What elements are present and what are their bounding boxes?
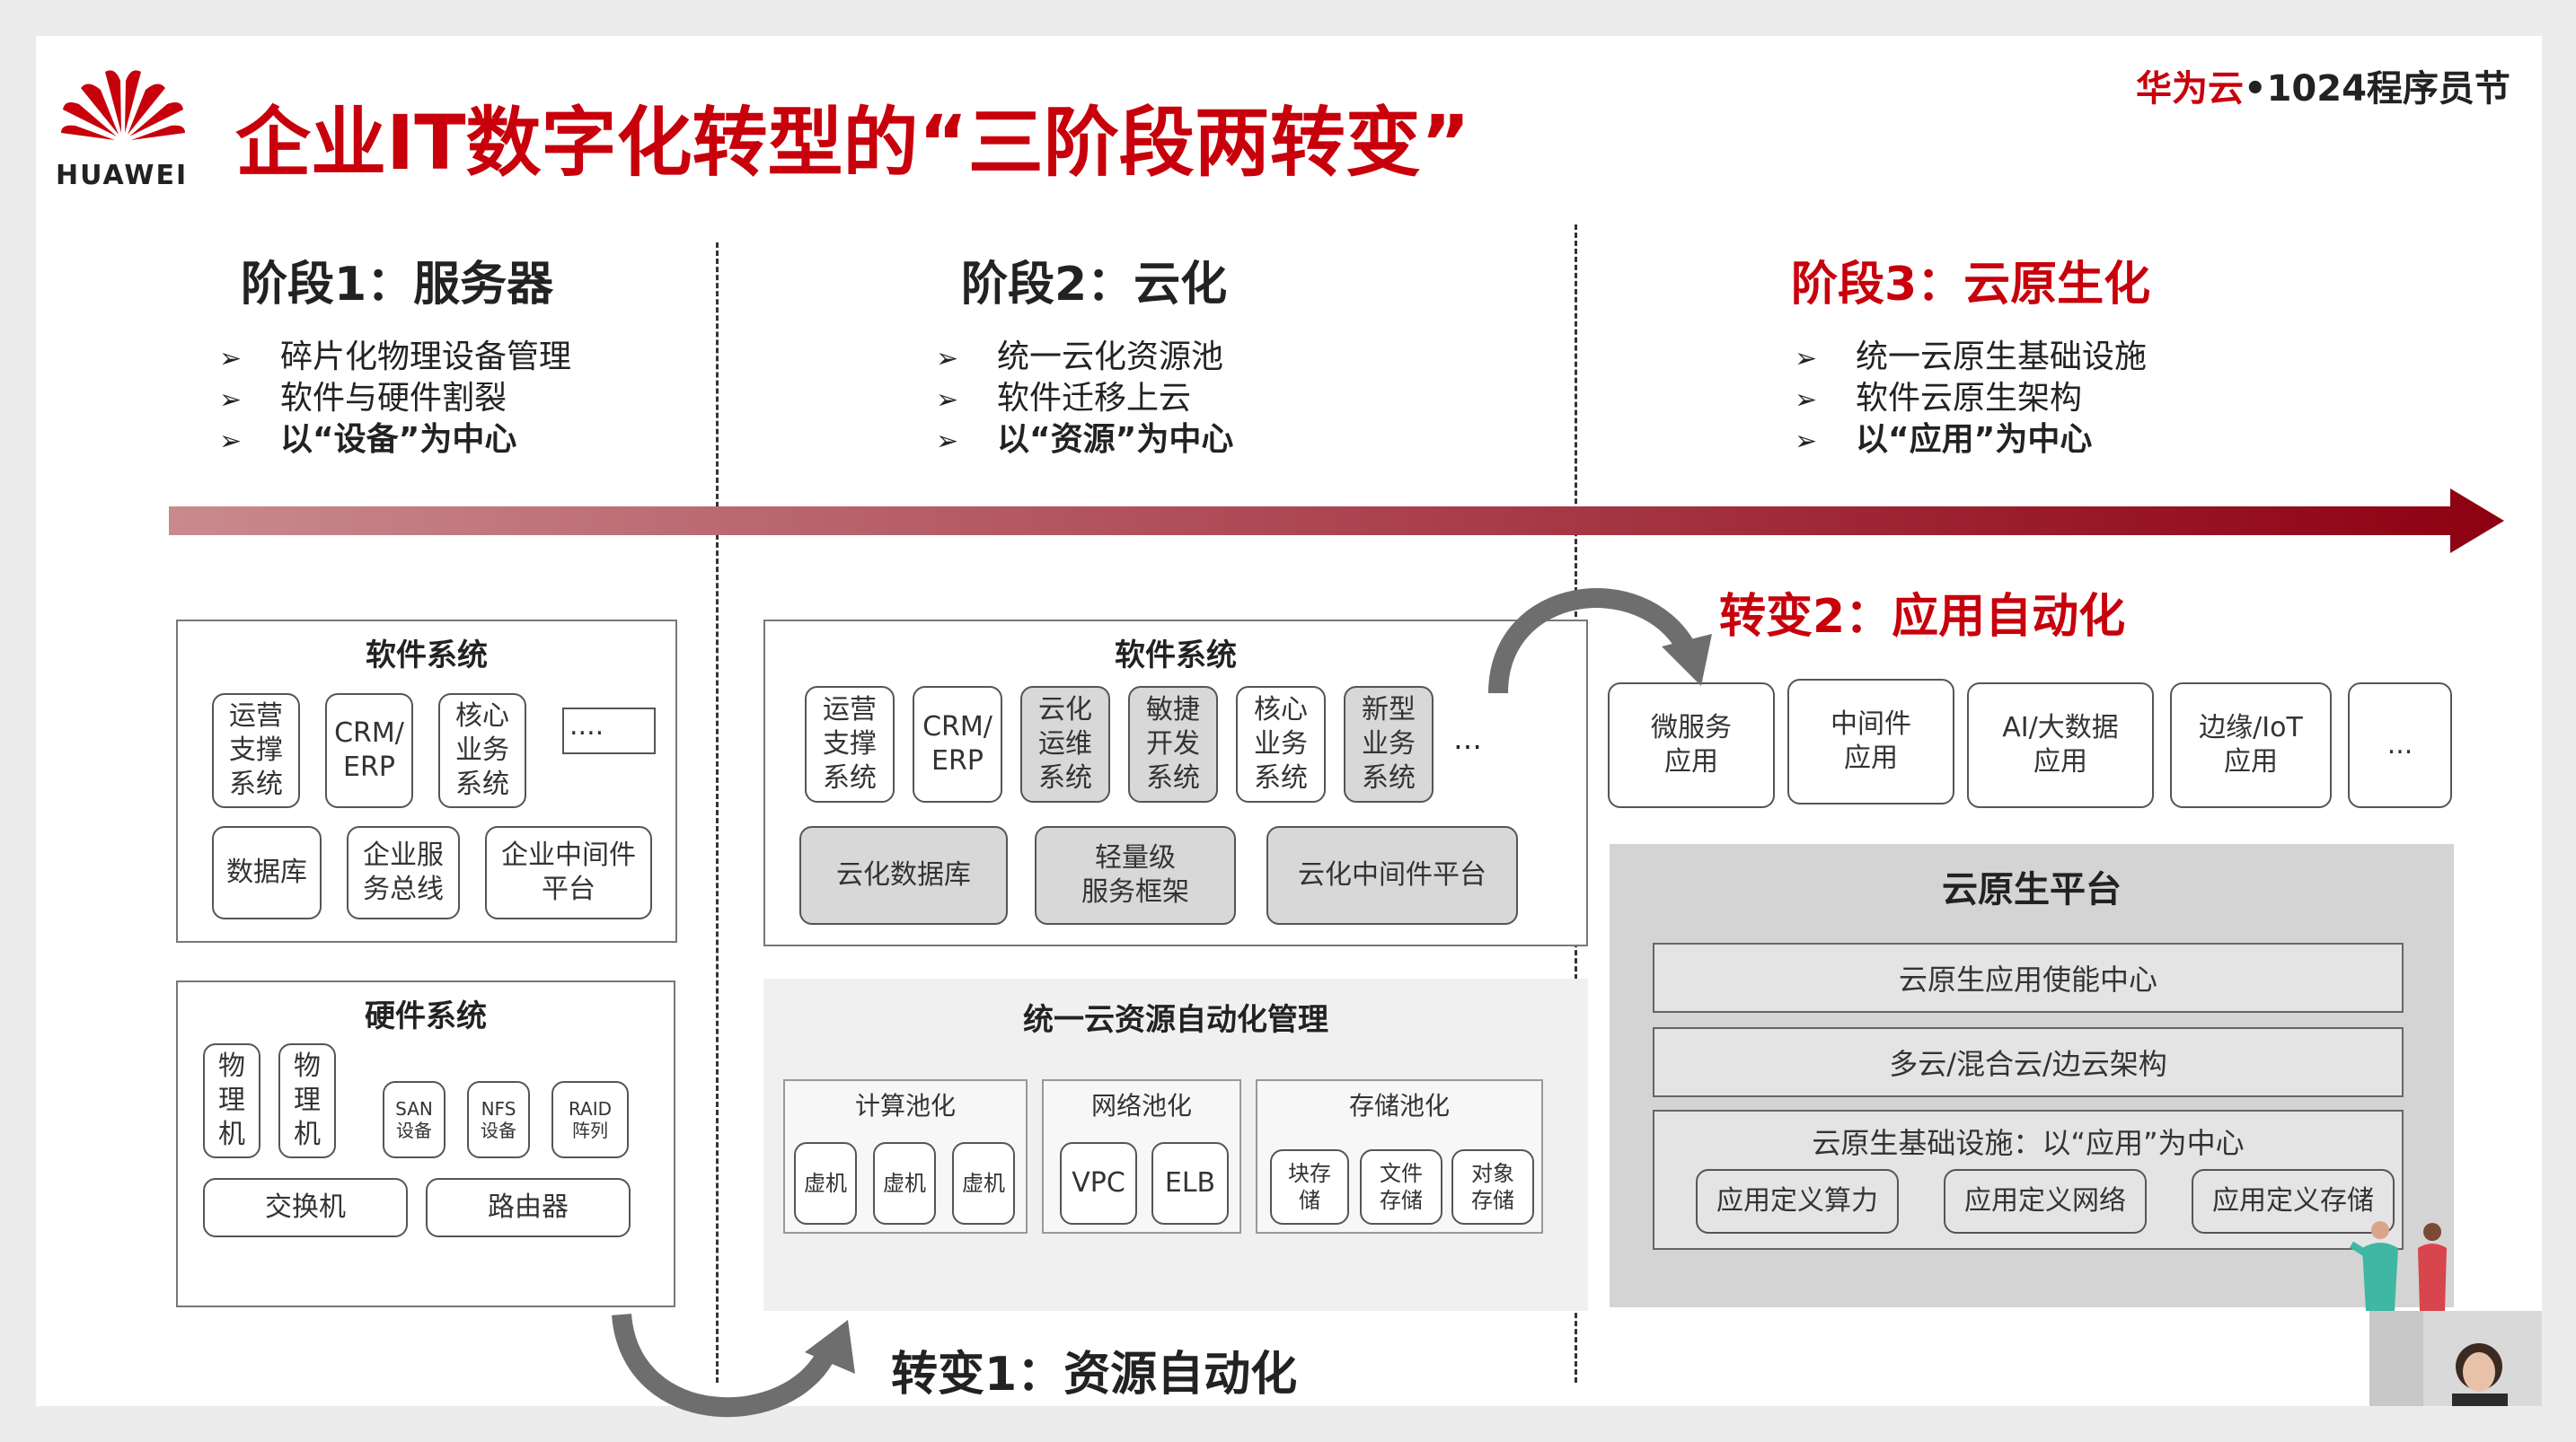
hardware-box: NFS 设备 — [467, 1081, 530, 1158]
system-box: 企业中间件 平台 — [485, 826, 652, 919]
bullet-item: 软件云原生架构 — [1795, 379, 2147, 420]
panel-title: 统一云资源自动化管理 — [1023, 1002, 1328, 1038]
more-dots: … — [1453, 722, 1482, 756]
event-separator: • — [2244, 68, 2267, 110]
transition-2-label: 转变2：应用自动化 — [1719, 590, 2126, 644]
bullet-item: 以“设备”为中心 — [219, 420, 571, 462]
hardware-box: 物 理 机 — [203, 1043, 260, 1158]
stage-2-resource-panel: 统一云资源自动化管理 计算池化 虚机 虚机 虚机 网络池化 VPC ELB 存储… — [763, 979, 1588, 1311]
storage-box: 文件 存储 — [1360, 1149, 1442, 1225]
presentation-slide: HUAWEI 企业IT数字化转型的“三阶段两转变” 华为云•1024程序员节 阶… — [36, 36, 2542, 1418]
vm-box: 虚机 — [952, 1142, 1015, 1225]
platform-box: 轻量级 服务框架 — [1035, 826, 1236, 925]
system-box: CRM/ ERP — [913, 686, 1002, 803]
app-box: AI/大数据 应用 — [1967, 682, 2154, 808]
group-title: 存储池化 — [1348, 1091, 1450, 1121]
cloud-native-platform-panel: 云原生平台 云原生应用使能中心 多云/混合云/边云架构 云原生基础设施：以“应用… — [1610, 844, 2454, 1307]
curved-arrow-icon — [612, 1313, 855, 1418]
system-box: 新型 业务 系统 — [1344, 686, 1434, 803]
curved-arrow-icon — [1488, 588, 1712, 694]
bullet-item: 软件迁移上云 — [936, 379, 1233, 420]
bullet-item: 软件与硬件割裂 — [219, 379, 571, 420]
bullet-item: 以“应用”为中心 — [1795, 420, 2147, 462]
people-figures-icon — [2349, 1221, 2447, 1311]
stage-3-title: 阶段3：云原生化 — [1791, 258, 2151, 312]
webcam-video-thumbnail[interactable] — [2369, 1311, 2542, 1406]
vm-box: 虚机 — [873, 1142, 936, 1225]
timeline-arrow-icon — [169, 488, 2504, 553]
app-box: ... — [2348, 682, 2452, 808]
stage-1-hardware-panel: 硬件系统 物 理 机 物 理 机 SAN 设备 NFS 设备 RAID 阵列 交… — [176, 980, 675, 1307]
system-box: 敏捷 开发 系统 — [1128, 686, 1218, 803]
hardware-box: SAN 设备 — [383, 1081, 446, 1158]
hardware-box: 物 理 机 — [278, 1043, 336, 1158]
group-title: 网络池化 — [1090, 1091, 1192, 1121]
brand-name: HUAWEI — [56, 160, 189, 191]
hardware-box: 交换机 — [203, 1178, 408, 1237]
storage-box: 块存 储 — [1270, 1149, 1349, 1225]
network-box: ELB — [1151, 1142, 1229, 1225]
app-box: 微服务 应用 — [1608, 682, 1775, 808]
compute-pool-group: 计算池化 虚机 虚机 虚机 — [783, 1079, 1028, 1234]
stage-2-software-panel: 软件系统 运营 支撑 系统 CRM/ ERP 云化 运维 系统 敏捷 开发 系统… — [763, 620, 1588, 946]
app-box: 边缘/IoT 应用 — [2170, 682, 2332, 808]
infra-item-box: 应用定义存储 — [2192, 1169, 2395, 1234]
vm-box: 虚机 — [794, 1142, 857, 1225]
system-box: CRM/ ERP — [325, 693, 413, 808]
stage-1-title: 阶段1：服务器 — [241, 258, 554, 312]
system-box: 运营 支撑 系统 — [805, 686, 895, 803]
panel-title: 硬件系统 — [365, 998, 487, 1034]
platform-box: 云化数据库 — [799, 826, 1008, 925]
stage-2-title: 阶段2：云化 — [961, 258, 1228, 312]
system-box: 企业服 务总线 — [347, 826, 460, 919]
panel-title: 软件系统 — [1115, 637, 1237, 673]
platform-row: 云原生应用使能中心 — [1653, 943, 2404, 1013]
stage-1-bullets: 碎片化物理设备管理 软件与硬件割裂 以“设备”为中心 — [219, 338, 571, 462]
more-box: .... — [562, 708, 656, 754]
system-box: 运营 支撑 系统 — [212, 693, 300, 808]
bullet-item: 以“资源”为中心 — [936, 420, 1233, 462]
panel-title: 软件系统 — [366, 637, 488, 673]
system-box: 数据库 — [212, 826, 322, 919]
platform-box: 云化中间件平台 — [1266, 826, 1518, 925]
storage-box: 对象 存储 — [1451, 1149, 1534, 1225]
stage-3-bullets: 统一云原生基础设施 软件云原生架构 以“应用”为中心 — [1795, 338, 2147, 462]
presenter-avatar-icon — [2369, 1311, 2542, 1406]
bullet-item: 统一云化资源池 — [936, 338, 1233, 379]
transition-1-label: 转变1：资源自动化 — [891, 1348, 1298, 1402]
event-tag: 华为云•1024程序员节 — [2136, 59, 2510, 111]
infrastructure-title: 云原生基础设施：以“应用”为中心 — [1812, 1126, 2245, 1160]
stage-1-software-panel: 软件系统 运营 支撑 系统 CRM/ ERP 核心 业务 系统 .... 数据库… — [176, 620, 677, 943]
system-box: 核心 业务 系统 — [438, 693, 526, 808]
network-box: VPC — [1060, 1142, 1137, 1225]
hardware-box: 路由器 — [426, 1178, 631, 1237]
hardware-box: RAID 阵列 — [551, 1081, 629, 1158]
slide-title: 企业IT数字化转型的“三阶段两转变” — [235, 99, 1470, 187]
infra-item-box: 应用定义网络 — [1944, 1169, 2147, 1234]
stage-2-bullets: 统一云化资源池 软件迁移上云 以“资源”为中心 — [936, 338, 1233, 462]
infra-item-box: 应用定义算力 — [1696, 1169, 1899, 1234]
panel-title: 云原生平台 — [1942, 869, 2122, 910]
group-title: 计算池化 — [854, 1091, 956, 1121]
platform-row: 多云/混合云/边云架构 — [1653, 1027, 2404, 1097]
system-box: 云化 运维 系统 — [1020, 686, 1110, 803]
event-name: 1024程序员节 — [2266, 68, 2510, 110]
huawei-logo-icon — [61, 70, 185, 140]
event-brand: 华为云 — [2136, 68, 2244, 110]
storage-pool-group: 存储池化 块存 储 文件 存储 对象 存储 — [1256, 1079, 1543, 1234]
system-box: 核心 业务 系统 — [1236, 686, 1326, 803]
bullet-item: 碎片化物理设备管理 — [219, 338, 571, 379]
app-box: 中间件 应用 — [1787, 679, 1954, 805]
stage-divider — [716, 242, 719, 1383]
network-pool-group: 网络池化 VPC ELB — [1042, 1079, 1241, 1234]
bullet-item: 统一云原生基础设施 — [1795, 338, 2147, 379]
